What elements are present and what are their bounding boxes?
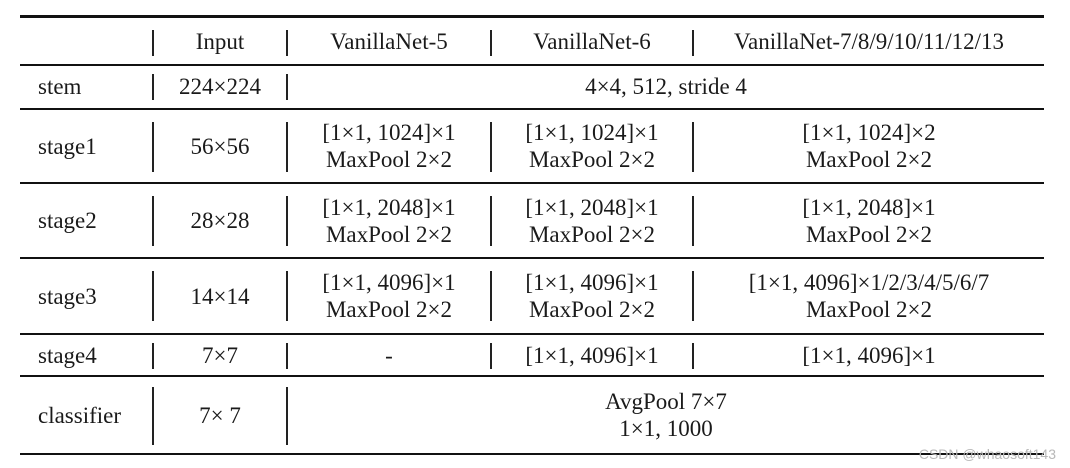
divider	[286, 122, 288, 172]
pool-config: MaxPool 2×2	[325, 221, 453, 247]
row-rule-stage3	[20, 333, 1044, 335]
divider	[152, 387, 154, 445]
row-stage2: stage2 28×28 [1×1, 2048]×1 MaxPool 2×2 […	[20, 184, 1044, 257]
watermark: CSDN @whaosoft143	[918, 446, 1056, 462]
layer-config: [1×1, 1024]×2	[802, 120, 936, 145]
row-label: classifier	[38, 402, 122, 428]
layer-config: [1×1, 2048]×1	[802, 194, 936, 220]
divider	[692, 343, 694, 369]
row-stem: stem 224×224 4×4, 512, stride 4	[20, 65, 1044, 108]
layer-config: [1×1, 1024]×1	[525, 120, 659, 145]
divider	[692, 122, 694, 172]
divider	[286, 387, 288, 445]
pool-config: AvgPool 7×7	[605, 389, 727, 414]
divider	[286, 196, 288, 246]
divider	[286, 74, 288, 100]
input-size: 7× 7	[199, 402, 241, 428]
divider	[490, 122, 492, 172]
vanillanet-7-13-cell: [1×1, 4096]×1/2/3/4/5/6/7 MaxPool 2×2	[694, 259, 1044, 333]
pool-config: MaxPool 2×2	[528, 297, 656, 322]
pool-config: MaxPool 2×2	[325, 297, 453, 322]
vanillanet-6-cell: [1×1, 1024]×1 MaxPool 2×2	[492, 110, 692, 182]
vanillanet-7-13-cell: [1×1, 1024]×2 MaxPool 2×2	[694, 110, 1044, 182]
input-size: 56×56	[190, 133, 250, 159]
header-vanillanet-5: VanillaNet-5	[330, 28, 448, 54]
input-size: 14×14	[190, 283, 250, 309]
pool-config: MaxPool 2×2	[528, 221, 656, 247]
header-input: Input	[195, 28, 245, 54]
row-label: stage2	[38, 208, 97, 233]
classifier-config: AvgPool 7×7 1×1, 1000	[288, 377, 1044, 453]
divider	[286, 271, 288, 321]
row-label: stage4	[38, 342, 97, 368]
divider	[152, 343, 154, 369]
pool-config: MaxPool 2×2	[528, 147, 656, 172]
vanillanet-6-cell: [1×1, 4096]×1	[525, 342, 659, 368]
row-label: stage3	[38, 283, 97, 309]
divider	[152, 74, 154, 100]
header-corner	[20, 18, 152, 64]
divider	[490, 30, 492, 56]
vanillanet-6-cell: [1×1, 4096]×1 MaxPool 2×2	[492, 259, 692, 333]
row-stage1: stage1 56×56 [1×1, 1024]×1 MaxPool 2×2 […	[20, 110, 1044, 182]
layer-config: [1×1, 2048]×1	[525, 194, 659, 220]
pool-config: MaxPool 2×2	[805, 297, 933, 322]
input-size: 224×224	[179, 74, 261, 99]
vanillanet-5-cell: -	[385, 342, 393, 368]
row-classifier: classifier 7× 7 AvgPool 7×7 1×1, 1000	[20, 377, 1044, 453]
header-vanillanet-6: VanillaNet-6	[533, 28, 651, 54]
divider	[152, 196, 154, 246]
divider	[286, 30, 288, 56]
pool-config: MaxPool 2×2	[325, 147, 453, 172]
row-rule-stage1	[20, 182, 1044, 184]
stem-config: 4×4, 512, stride 4	[585, 74, 747, 99]
input-size: 28×28	[190, 208, 250, 233]
vanillanet-5-cell: [1×1, 1024]×1 MaxPool 2×2	[288, 110, 490, 182]
vanillanet-7-13-cell: [1×1, 4096]×1	[802, 342, 936, 368]
header-vanillanet-7-13: VanillaNet-7/8/9/10/11/12/13	[733, 28, 1004, 54]
pool-config: MaxPool 2×2	[805, 221, 933, 247]
layer-config: [1×1, 2048]×1	[322, 194, 456, 220]
row-rule-stage2	[20, 257, 1044, 259]
input-size: 7×7	[202, 342, 238, 368]
vanillanet-5-cell: [1×1, 2048]×1 MaxPool 2×2	[288, 184, 490, 257]
header-row: Input VanillaNet-5 VanillaNet-6 VanillaN…	[20, 18, 1044, 64]
divider	[490, 271, 492, 321]
divider	[692, 30, 694, 56]
row-label: stage1	[38, 133, 97, 159]
row-rule-stage4	[20, 375, 1044, 377]
divider	[152, 122, 154, 172]
layer-config: [1×1, 4096]×1	[322, 270, 456, 295]
divider	[286, 343, 288, 369]
divider	[692, 196, 694, 246]
divider	[490, 196, 492, 246]
row-rule-stem	[20, 108, 1044, 110]
layer-config: [1×1, 4096]×1	[525, 270, 659, 295]
row-stage4: stage4 7×7 - [1×1, 4096]×1 [1×1, 4096]×1	[20, 335, 1044, 375]
bottom-rule	[20, 453, 1044, 455]
layer-config: [1×1, 4096]×1/2/3/4/5/6/7	[748, 270, 990, 295]
fc-config: 1×1, 1000	[619, 416, 713, 441]
pool-config: MaxPool 2×2	[805, 147, 933, 172]
divider	[152, 30, 154, 56]
header-rule	[20, 64, 1044, 66]
divider	[152, 271, 154, 321]
vanillanet-5-cell: [1×1, 4096]×1 MaxPool 2×2	[288, 259, 490, 333]
layer-config: [1×1, 1024]×1	[322, 120, 456, 145]
vanillanet-7-13-cell: [1×1, 2048]×1 MaxPool 2×2	[694, 184, 1044, 257]
row-stage3: stage3 14×14 [1×1, 4096]×1 MaxPool 2×2 […	[20, 259, 1044, 333]
divider	[490, 343, 492, 369]
row-label: stem	[38, 74, 82, 99]
vanillanet-6-cell: [1×1, 2048]×1 MaxPool 2×2	[492, 184, 692, 257]
divider	[692, 271, 694, 321]
top-rule	[20, 15, 1044, 18]
